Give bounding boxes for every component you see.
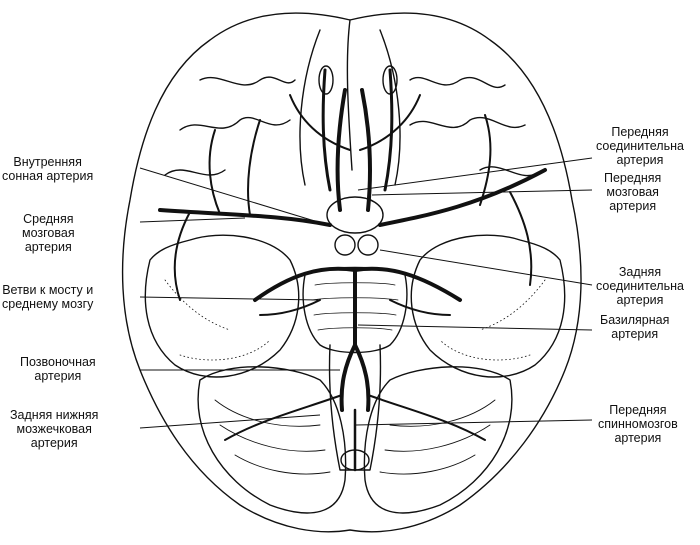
temporal-lobe-right	[410, 234, 566, 378]
label-line: соединительна	[596, 279, 684, 293]
label-anterior-spinal: Передняя спинномозгов артерия	[598, 403, 678, 445]
posterior-cerebral-right	[353, 266, 462, 302]
leader-middle-cerebral	[139, 217, 246, 223]
label-line: артерия	[616, 153, 664, 167]
label-line: Внутренняя	[13, 155, 82, 169]
temporal-lobe-left	[144, 234, 300, 378]
label-line: артерия	[616, 293, 664, 307]
label-line: артерия	[30, 436, 78, 450]
olfactory-tract-left	[321, 68, 332, 192]
label-line: артерия	[34, 369, 82, 383]
label-line: соединительна	[596, 139, 684, 153]
label-line: Задняя нижняя	[10, 408, 99, 422]
label-line: мозжечковая	[16, 422, 92, 436]
leader-pica	[139, 414, 321, 429]
label-anterior-communicating: Передняя соединительна артерия	[596, 125, 684, 167]
label-line: мозговая	[22, 226, 75, 240]
label-anterior-cerebral: Передняя мозговая артерия	[604, 171, 661, 213]
label-line: артерия	[611, 327, 659, 341]
label-line: Ветви к мосту и	[2, 283, 94, 297]
anterior-cerebral-artery-right	[360, 88, 372, 212]
leader-anterior-cerebral	[371, 189, 593, 196]
label-line: артерия	[24, 240, 72, 254]
leader-pons-branches	[139, 296, 319, 301]
vertebral-artery-left	[339, 343, 357, 412]
longitudinal-fissure	[346, 19, 353, 171]
label-posterior-communicating: Задняя соединительна артерия	[596, 265, 684, 307]
label-line: Средняя	[23, 212, 74, 226]
leader-internal-carotid	[139, 167, 319, 223]
brain-outline	[121, 12, 582, 533]
anterior-cerebral-artery-left	[335, 88, 347, 212]
label-line: артерия	[609, 199, 657, 213]
label-line: среднему мозгу	[2, 297, 94, 311]
label-line: Передняя	[609, 403, 667, 417]
middle-cerebral-artery-left	[158, 208, 332, 227]
posterior-cerebral-left	[253, 266, 357, 302]
label-line: сонная артерия	[2, 169, 94, 183]
olfactory-tract-right	[383, 68, 394, 192]
label-vertebral: Позвоночная артерия	[20, 355, 96, 383]
label-middle-cerebral: Средняя мозговая артерия	[22, 212, 75, 254]
label-basilar: Базилярная артерия	[600, 313, 669, 341]
label-posterior-inferior-cerebellar: Задняя нижняя мозжечковая артерия	[10, 408, 98, 450]
label-line: Задняя	[618, 265, 662, 279]
leader-anterior-communicating	[357, 157, 593, 191]
cerebellum-left	[197, 366, 347, 514]
cerebellum-right	[363, 366, 513, 514]
leader-posterior-communicating	[379, 249, 593, 286]
optic-chiasm	[326, 196, 384, 234]
label-line: Передняя	[604, 171, 662, 185]
label-line: Позвоночная	[20, 355, 96, 369]
label-line: Передняя	[611, 125, 669, 139]
label-pons-branches: Ветви к мосту и среднему мозгу	[2, 283, 93, 311]
leader-anterior-spinal	[355, 419, 593, 426]
middle-cerebral-artery-right	[378, 168, 547, 227]
label-line: Базилярная	[600, 313, 670, 327]
vertebral-artery-right	[353, 343, 371, 412]
leader-basilar	[357, 324, 593, 331]
label-internal-carotid: Внутренняя сонная артерия	[2, 155, 93, 183]
label-line: мозговая	[606, 185, 659, 199]
label-line: артерия	[614, 431, 662, 445]
label-line: спинномозгов	[598, 417, 678, 431]
